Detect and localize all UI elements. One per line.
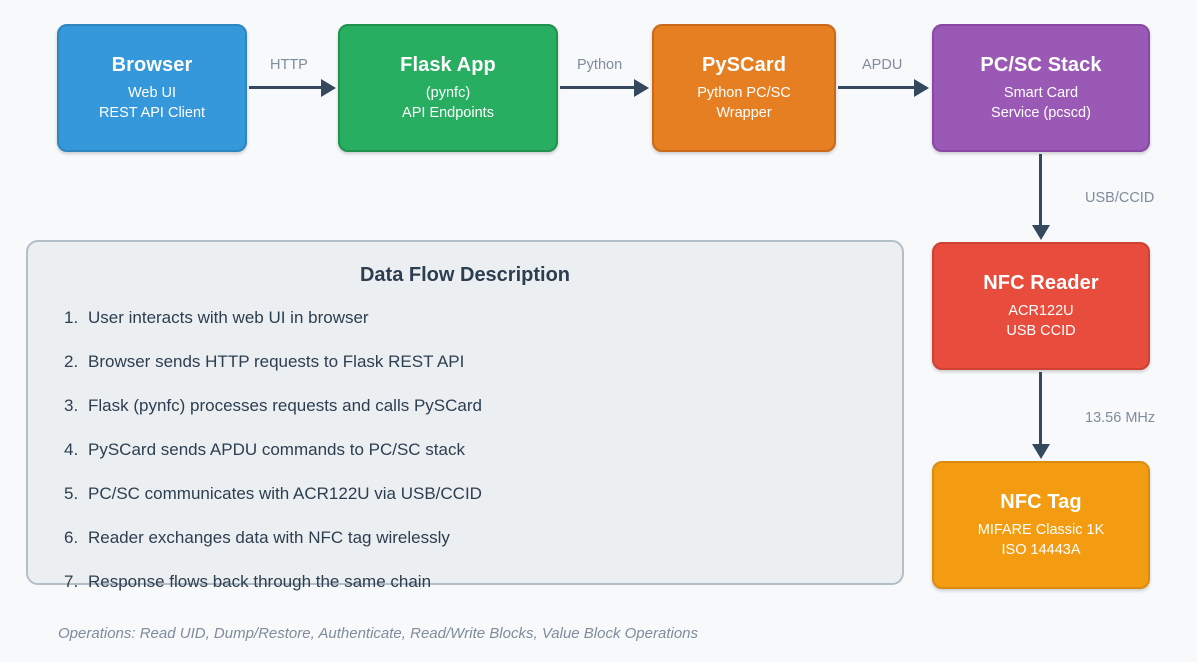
node-nfc-tag-subtitle-2: ISO 14443A [1001,541,1081,558]
node-pcsc-stack-title: PC/SC Stack [980,53,1102,76]
list-item: 3. Flask (pynfc) processes requests and … [64,397,902,414]
edge-label-frequency: 13.56 MHz [1085,410,1156,426]
node-browser-subtitle-2: REST API Client [98,104,206,121]
list-item: 6. Reader exchanges data with NFC tag wi… [64,529,902,546]
list-item: 1. User interacts with web UI in browser [64,309,902,326]
data-flow-description-panel: Data Flow Description 1. User interacts … [26,240,904,590]
list-item: 7. Response flows back through the same … [64,573,902,590]
edge-label-python: Python [577,57,623,73]
step-number: 4. [64,440,79,459]
step-text: Response flows back through the same cha… [88,572,432,591]
node-pcsc-stack[interactable]: PC/SC Stack Smart Card Service (pcscd) [932,24,1150,152]
step-number: 2. [64,352,79,371]
node-nfc-reader[interactable]: NFC Reader ACR122U USB CCID [932,242,1150,370]
node-nfc-tag[interactable]: NFC Tag MIFARE Classic 1K ISO 14443A [932,461,1150,589]
node-pyscard[interactable]: PySCard Python PC/SC Wrapper [652,24,836,152]
node-pcsc-stack-subtitle-1: Smart Card [1003,84,1079,101]
node-nfc-reader-subtitle-1: ACR122U [1008,302,1074,319]
arrow-pcsc-to-reader [1039,154,1042,227]
step-number: 6. [64,528,79,547]
node-flask-app-subtitle-1: (pynfc) [425,84,471,101]
node-browser-subtitle-1: Web UI [127,84,177,101]
node-pyscard-title: PySCard [701,53,787,76]
node-flask-app-subtitle-2: API Endpoints [402,104,494,121]
edge-label-apdu: APDU [862,57,903,73]
node-browser[interactable]: Browser Web UI REST API Client [57,24,247,152]
node-nfc-reader-subtitle-2: USB CCID [1006,322,1076,339]
step-number: 1. [64,308,79,327]
step-text: Browser sends HTTP requests to Flask RES… [88,352,465,371]
node-flask-app[interactable]: Flask App (pynfc) API Endpoints [338,24,558,152]
arrow-reader-to-tag [1039,372,1042,446]
step-text: Reader exchanges data with NFC tag wirel… [88,528,450,547]
step-text: Flask (pynfc) processes requests and cal… [88,396,482,415]
edge-label-http: HTTP [270,57,308,73]
step-number: 3. [64,396,79,415]
step-text: PySCard sends APDU commands to PC/SC sta… [88,440,465,459]
node-pyscard-subtitle-2: Wrapper [716,104,772,121]
arrow-browser-to-flask [249,86,323,89]
node-nfc-tag-subtitle-1: MIFARE Classic 1K [977,521,1105,538]
step-number: 7. [64,572,79,591]
list-item: 2. Browser sends HTTP requests to Flask … [64,353,902,370]
list-item: 4. PySCard sends APDU commands to PC/SC … [64,441,902,458]
step-number: 5. [64,484,79,503]
list-item: 5. PC/SC communicates with ACR122U via U… [64,485,902,502]
edge-label-usb-ccid: USB/CCID [1085,190,1155,206]
step-text: User interacts with web UI in browser [88,308,369,327]
node-pyscard-subtitle-1: Python PC/SC [697,84,791,101]
node-browser-title: Browser [111,53,193,76]
data-flow-step-list: 1. User interacts with web UI in browser… [28,309,902,590]
arrow-flask-to-pyscard [560,86,636,89]
panel-title: Data Flow Description [359,264,571,286]
node-nfc-reader-title: NFC Reader [983,271,1099,294]
step-text: PC/SC communicates with ACR122U via USB/… [88,484,482,503]
arrow-pyscard-to-pcsc [838,86,916,89]
node-nfc-tag-title: NFC Tag [1000,490,1082,513]
operations-footer-note: Operations: Read UID, Dump/Restore, Auth… [58,625,699,642]
node-flask-app-title: Flask App [400,53,496,76]
node-pcsc-stack-subtitle-2: Service (pcscd) [991,104,1091,121]
